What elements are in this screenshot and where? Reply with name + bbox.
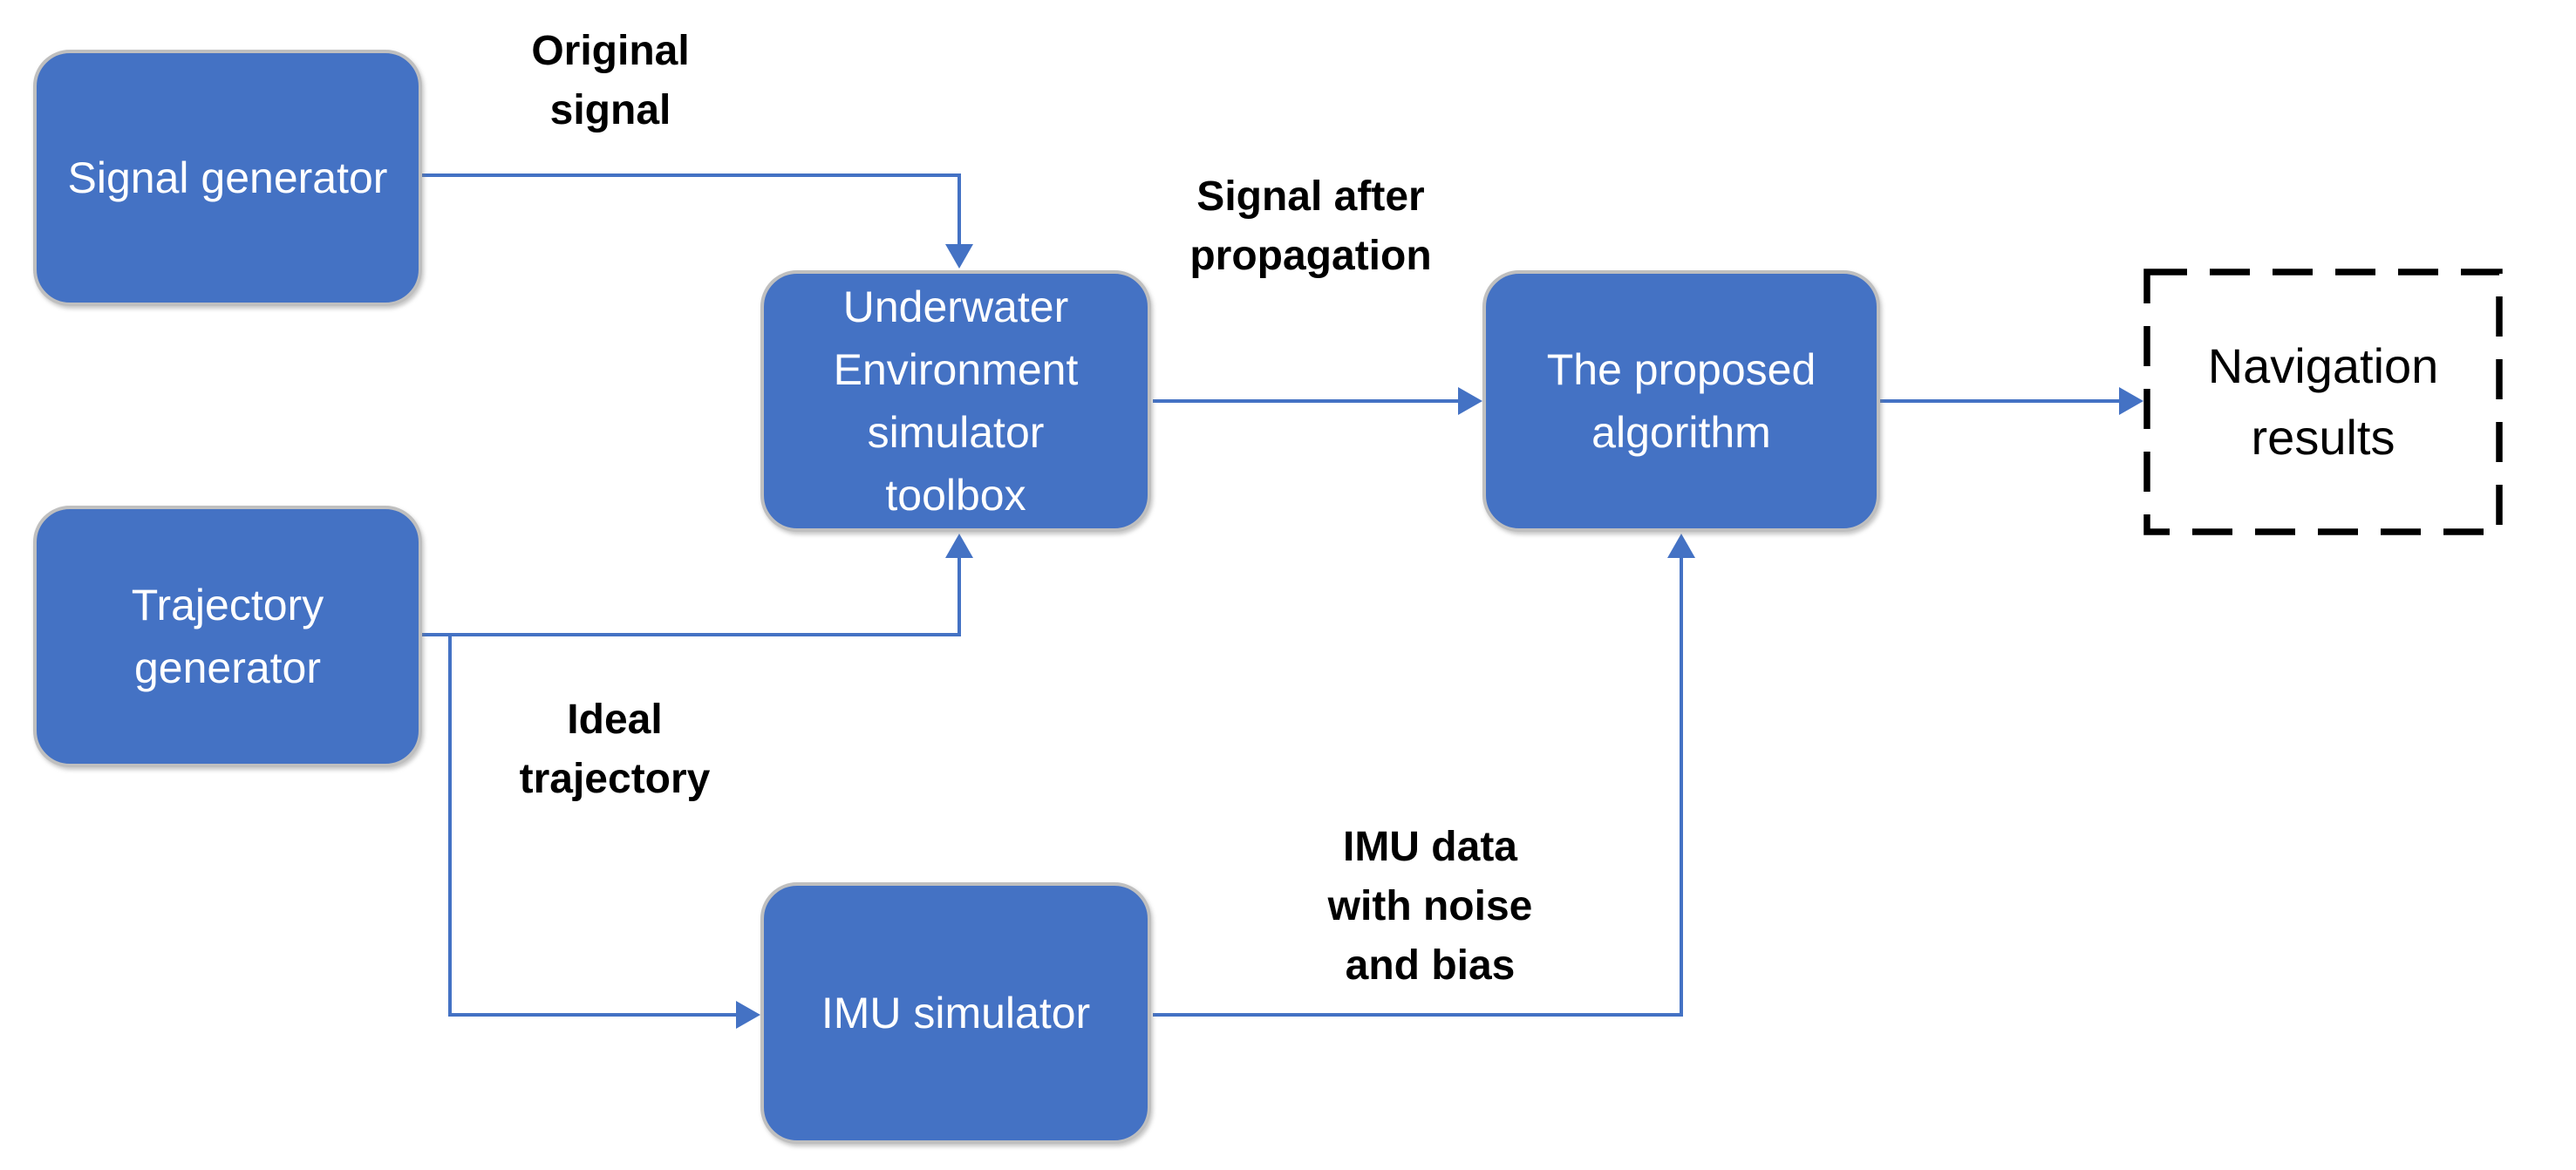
- box-label-line: Underwater: [842, 282, 1069, 331]
- box-label-line: algorithm: [1591, 408, 1771, 457]
- signal-generator-box: Signal generator: [33, 50, 422, 306]
- arrowhead-right-into-results: [2119, 387, 2143, 415]
- edge-label-line: IMU data: [1342, 824, 1517, 870]
- edge-label-line: and bias: [1345, 942, 1516, 989]
- arrowhead-right-into-imu: [736, 1001, 760, 1029]
- box-label-line: The proposed: [1546, 345, 1816, 394]
- box-label-line: simulator: [867, 408, 1045, 457]
- navigation-results-box: Navigation results: [2143, 269, 2503, 535]
- ideal-trajectory-label: Ideal trajectory: [440, 690, 789, 809]
- arrowhead-right-into-algorithm: [1458, 387, 1482, 415]
- box-label-line: Navigation: [2207, 338, 2439, 393]
- navigation-results-dashed-border: [2143, 269, 2503, 535]
- edge-label-line: propagation: [1189, 233, 1432, 279]
- connector-imu-to-algorithm: [1153, 556, 1683, 1017]
- edge-label-line: with noise: [1327, 883, 1533, 929]
- edge-label-line: trajectory: [519, 756, 711, 802]
- proposed-algorithm-box: The proposed algorithm: [1482, 270, 1880, 532]
- edge-label-line: signal: [549, 87, 671, 133]
- arrowhead-up-into-algorithm: [1667, 534, 1695, 558]
- edge-label-line: Ideal: [567, 697, 663, 743]
- imu-data-label: IMU data with noise and bias: [1256, 818, 1605, 996]
- edge-label-line: Signal after: [1196, 173, 1425, 220]
- box-label-line: Environment: [833, 345, 1079, 394]
- underwater-environment-simulator-toolbox-box: Underwater Environment simulator toolbox: [760, 270, 1151, 532]
- connector-signal-to-toolbox: [422, 173, 961, 246]
- edge-label-line: Original: [531, 28, 690, 74]
- arrowhead-up-into-toolbox: [945, 534, 973, 558]
- box-label-line: toolbox: [885, 471, 1026, 520]
- trajectory-generator-box: Trajectory generator: [33, 506, 422, 767]
- box-label-line: IMU simulator: [821, 989, 1091, 1037]
- box-label-line: results: [2251, 410, 2395, 465]
- signal-after-propagation-label: Signal after propagation: [1093, 167, 1529, 286]
- arrowhead-down-into-toolbox: [945, 244, 973, 269]
- box-label-line: generator: [133, 643, 322, 692]
- connector-trajectory-to-imu: [448, 635, 738, 1017]
- connector-trajectory-to-toolbox: [422, 556, 961, 636]
- imu-simulator-box: IMU simulator: [760, 882, 1151, 1144]
- box-label-line: Trajectory: [131, 581, 324, 629]
- box-label-line: Signal generator: [67, 153, 388, 202]
- original-signal-label: Original signal: [436, 22, 785, 140]
